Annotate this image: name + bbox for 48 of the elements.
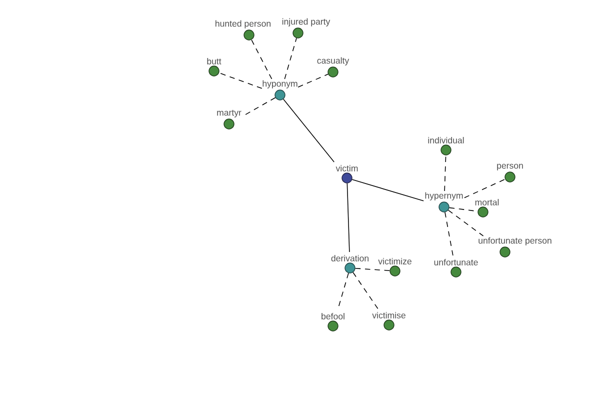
root-node: victim bbox=[336, 164, 358, 184]
word-node: individual bbox=[428, 136, 464, 156]
word-node: martyr bbox=[217, 110, 242, 130]
node-label: victim bbox=[336, 164, 358, 172]
connector-line bbox=[444, 212, 454, 256]
word-node: unfortunate bbox=[434, 258, 478, 278]
node-label: casualty bbox=[317, 57, 350, 66]
word-node: hunted person bbox=[216, 20, 271, 40]
connector-line bbox=[218, 72, 262, 89]
node-label: unfortunate person bbox=[478, 237, 552, 246]
connector-line bbox=[298, 74, 328, 88]
connector-line bbox=[464, 178, 506, 198]
node-label: hyponym bbox=[262, 80, 298, 88]
word-node: mortal bbox=[475, 198, 499, 218]
connector-line bbox=[354, 268, 390, 272]
word-node: injured party bbox=[282, 18, 330, 38]
word-node: casualty bbox=[317, 57, 350, 78]
node-label: befool bbox=[322, 312, 344, 320]
relation-node: hypernym bbox=[425, 192, 463, 212]
relation-node: derivation bbox=[331, 254, 368, 274]
node-label: derivation bbox=[331, 254, 368, 262]
connector-line bbox=[352, 179, 424, 202]
node-label: martyr bbox=[217, 110, 242, 118]
word-node: person bbox=[497, 164, 523, 182]
connector-line bbox=[352, 272, 378, 310]
node-label: injured party bbox=[282, 18, 330, 26]
node-label: mortal bbox=[475, 198, 499, 206]
connector-line bbox=[251, 39, 272, 80]
word-node: butt bbox=[207, 58, 222, 76]
node-label: person bbox=[497, 164, 523, 170]
node-label: individual bbox=[428, 136, 464, 144]
word-node: unfortunate person bbox=[478, 237, 552, 258]
relation-node: hyponym bbox=[262, 80, 298, 100]
word-node: victimise bbox=[372, 312, 406, 330]
node-label: unfortunate bbox=[434, 258, 478, 266]
connector-line bbox=[284, 38, 297, 80]
word-node: victimize bbox=[378, 258, 412, 276]
node-label: hypernym bbox=[425, 192, 463, 200]
connector-line bbox=[346, 182, 350, 252]
node-label: victimise bbox=[372, 312, 406, 318]
word-node: befool bbox=[322, 312, 344, 332]
node-label: butt bbox=[207, 58, 222, 64]
connector-line bbox=[444, 154, 446, 192]
node-label: victimize bbox=[378, 258, 412, 264]
connector-line bbox=[448, 210, 484, 236]
node-label: hunted person bbox=[216, 20, 271, 28]
connector-line bbox=[282, 98, 334, 162]
connector-line bbox=[244, 97, 276, 116]
